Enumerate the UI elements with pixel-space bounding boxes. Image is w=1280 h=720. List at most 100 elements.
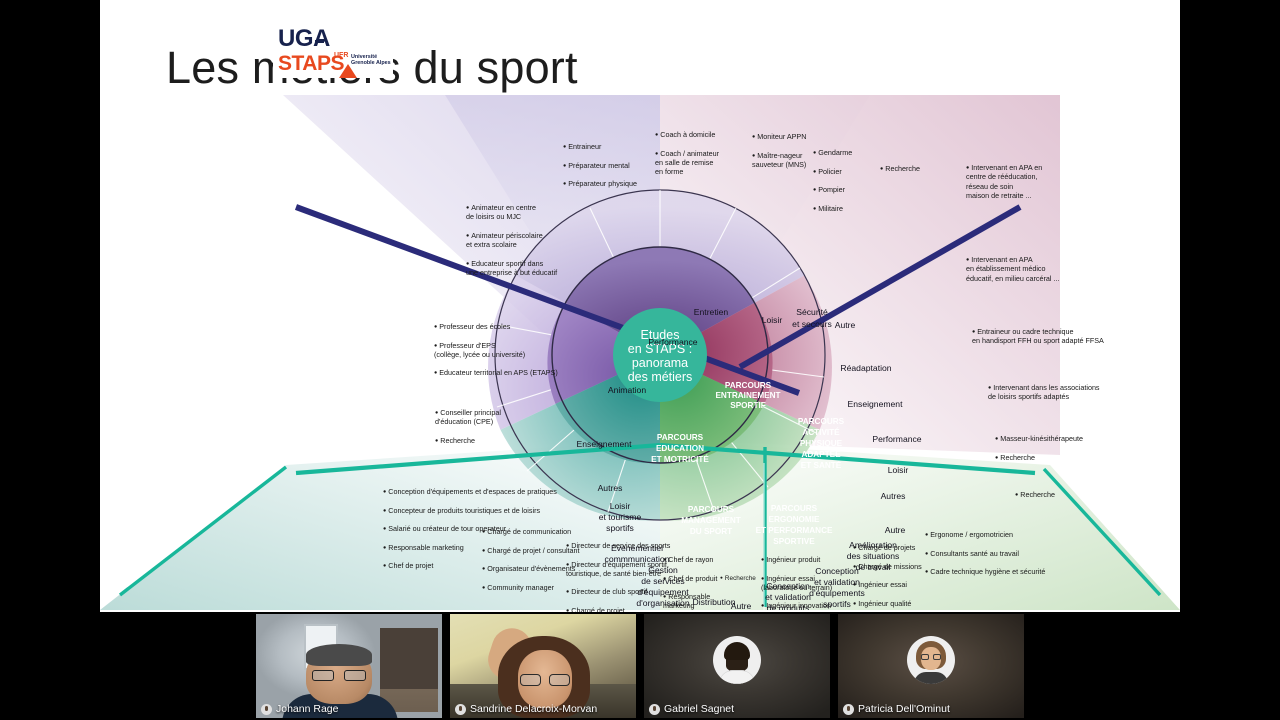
ring-label-readaptation: Réadaptation: [840, 363, 891, 373]
svg-text:ET MOTRICITÉ: ET MOTRICITÉ: [651, 454, 709, 464]
ring-label-entretien: Entretien: [694, 307, 729, 317]
logo-staps-text: STAPS: [278, 52, 344, 75]
annotation-recherche-entrainement: Recherche: [880, 155, 950, 183]
svg-text:ET SANTÉ: ET SANTÉ: [801, 460, 842, 470]
ring-label-securite-1: Sécurité: [796, 307, 828, 317]
annotation-mgt-rayon: Chef de rayon Chef de produit Responsabl…: [663, 546, 735, 612]
center-label: Etudes en STAPS : panorama des métiers: [628, 328, 693, 384]
ring-label-performance-apa: Performance: [872, 434, 921, 444]
participant-namebar-1: Sandrine Delacroix-Morvan: [450, 701, 602, 718]
logo-dash: [315, 40, 324, 43]
ring-label-loisir-es: Loisir: [762, 315, 783, 325]
svg-text:des métiers: des métiers: [628, 370, 693, 384]
svg-text:EDUCATION: EDUCATION: [656, 444, 704, 453]
ring-label-securite-2: et secours: [792, 319, 832, 329]
annotation-professeur: Professeur des écoles Professeur d'EPS (…: [434, 313, 594, 387]
logo-triangle-icon: [339, 64, 357, 78]
annotation-erg-charge: Chargé de projets Chargé de missions Ing…: [853, 534, 953, 612]
annotation-apa-reeducation: Intervenant en APA en centre de rééducat…: [966, 154, 1106, 209]
uga-staps-logo: UGA STAPS UFR Université Grenoble Alpes: [273, 24, 393, 78]
person-hair: [306, 644, 372, 666]
ring-label-enseignement-apa: Enseignement: [848, 399, 904, 409]
annotation-apa-medico: Intervenant en APA en établissement médi…: [966, 246, 1116, 292]
logo-university-text: Université Grenoble Alpes: [351, 54, 391, 67]
annotation-entraineur: Entraineur Préparateur mental Préparateu…: [563, 133, 668, 198]
avatar: [907, 635, 955, 684]
participant-name: Gabriel Sagnet: [664, 703, 735, 715]
svg-text:en STAPS :: en STAPS :: [628, 342, 692, 356]
glasses-decor: [312, 670, 366, 681]
annotation-coach: Coach à domicile Coach / animateur en sa…: [655, 121, 755, 186]
svg-text:DU SPORT: DU SPORT: [690, 527, 732, 536]
participant-tile-2[interactable]: Gabriel Sagnet: [644, 614, 830, 718]
ring-label-animation: Animation: [608, 385, 646, 395]
annotation-apa-associations: Intervenant dans les associations de loi…: [988, 374, 1138, 411]
svg-text:SPORTIF: SPORTIF: [730, 401, 765, 410]
participant-name: Patricia Dell'Ominut: [858, 703, 950, 715]
svg-text:ERGONOMIE: ERGONOMIE: [769, 515, 820, 524]
parcours-label-management: PARCOURS MANAGEMENT DU SPORT: [681, 505, 741, 536]
ring-label-autre-erg: Autre: [885, 525, 906, 535]
avatar: [713, 635, 761, 684]
ring-label-loisir-tourisme-1: Loisir: [610, 501, 631, 511]
ring-label-enseignement-em: Enseignement: [577, 439, 633, 449]
participant-namebar-0: Johann Rage: [256, 701, 343, 718]
annotation-cpe: Conseiller principal d'éducation (CPE): [435, 399, 545, 436]
annotation-securite: Gendarme Policier Pompier Militaire: [813, 139, 883, 222]
annotation-recherche-education: Recherche: [435, 427, 525, 455]
svg-text:PHYSIQUE: PHYSIQUE: [800, 439, 843, 448]
ring-label-loisir-tourisme-3: sportifs: [606, 523, 634, 533]
ring-label-conception-pr-2: et validation: [765, 592, 811, 602]
svg-text:ET PERFORMANCE: ET PERFORMANCE: [756, 526, 833, 535]
svg-text:PARCOURS: PARCOURS: [798, 417, 845, 426]
bookshelf-decor: [380, 628, 438, 712]
ring-label-autres-apa: Autres: [881, 491, 906, 501]
svg-text:Etudes: Etudes: [641, 328, 680, 342]
participant-name: Johann Rage: [276, 703, 339, 715]
ring-label-conception-eq-3: d'équipements: [809, 588, 865, 598]
annotation-moniteur: Moniteur APPN Maître-nageur sauveteur (M…: [752, 123, 834, 178]
svg-text:MANAGEMENT: MANAGEMENT: [681, 516, 741, 525]
participant-tile-0[interactable]: Johann Rage: [256, 614, 442, 718]
annotation-apa-handisport: Entraineur ou cadre technique en handisp…: [972, 318, 1137, 355]
annotation-erg-ingenieur: Ingénieur produit Ingénieur essai (labor…: [761, 546, 881, 612]
logo-ufr-text: UFR: [334, 52, 349, 59]
participant-name: Sandrine Delacroix-Morvan: [470, 703, 598, 715]
ring-label-conception-eq-1: Conception: [815, 566, 859, 576]
mic-icon: [261, 703, 272, 715]
svg-text:ENTRAINEMENT: ENTRAINEMENT: [715, 391, 780, 400]
svg-text:PARCOURS: PARCOURS: [771, 504, 818, 513]
participant-namebar-3: Patricia Dell'Ominut: [838, 701, 955, 718]
ring-label-autre-es: Autre: [835, 320, 856, 330]
svg-text:SPORTIVE: SPORTIVE: [773, 537, 815, 546]
svg-text:PARCOURS: PARCOURS: [725, 381, 772, 390]
annotation-mgt-communication: Chargé de communication Chargé de projet…: [482, 518, 602, 601]
svg-text:ACTIVITÉ: ACTIVITÉ: [802, 427, 840, 437]
mic-icon: [455, 703, 466, 715]
participant-tile-1[interactable]: Sandrine Delacroix-Morvan: [450, 614, 636, 718]
participant-namebar-2: Gabriel Sagnet: [644, 701, 739, 718]
annotation-erg-recherche: Recherche: [1015, 481, 1095, 509]
annotation-erg-ergonome: Ergonome / ergomotricien Consultants san…: [925, 521, 1060, 586]
svg-text:PARCOURS: PARCOURS: [688, 505, 735, 514]
svg-text:PARCOURS: PARCOURS: [657, 433, 704, 442]
mic-icon: [649, 703, 660, 715]
participant-strip: Johann Rage Sandrine Delacroix-Morvan: [0, 612, 1280, 720]
annotation-mgt-conception: Conception d'équipements et d'espaces de…: [383, 478, 598, 579]
presentation-slide: Les métiers du sport UGA STAPS UFR Unive…: [100, 0, 1180, 612]
ring-label-autre-mgt: Autre: [731, 601, 752, 610]
participant-tile-3[interactable]: Patricia Dell'Ominut: [838, 614, 1024, 718]
ring-label-loisir-apa: Loisir: [888, 465, 909, 475]
center-circle: [613, 308, 707, 402]
ring-label-performance-em: Performance: [648, 337, 697, 347]
logo-uga-text: UGA: [278, 25, 330, 52]
annotation-animateur: Animateur en centre de loisirs ou MJC An…: [466, 194, 596, 286]
person-head: [518, 650, 572, 708]
svg-text:ADAPTÉE: ADAPTÉE: [801, 449, 841, 459]
annotation-apa-kine: Masseur-kinésithérapeute Recherche: [995, 425, 1135, 471]
